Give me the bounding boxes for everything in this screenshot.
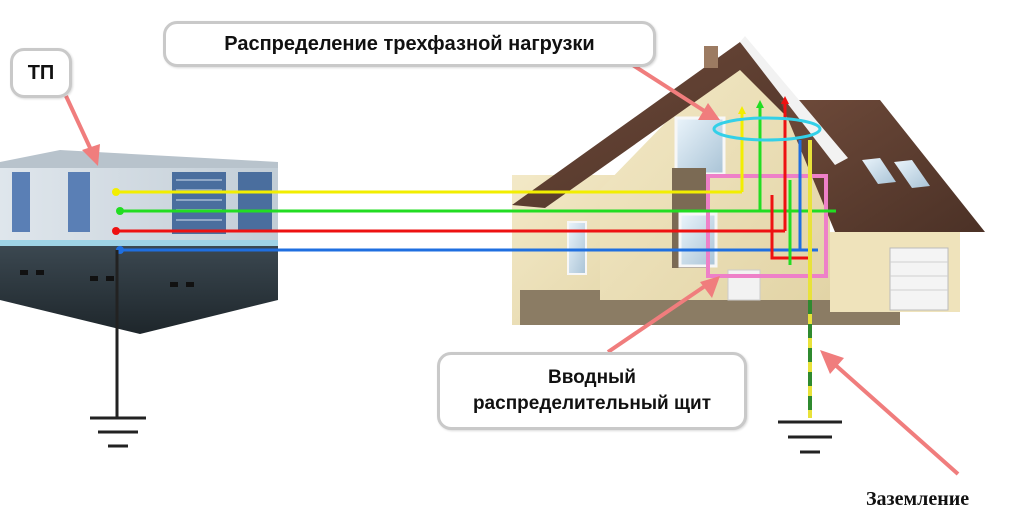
riser-wires [740, 100, 808, 265]
arrow-phase-b [756, 100, 764, 108]
terminal-phase-a [112, 188, 120, 196]
tp-upper-body [0, 168, 278, 240]
arrow-phase-c [781, 96, 789, 104]
pointer-ground [830, 360, 960, 476]
tp-base-trim [0, 240, 278, 246]
roof-skylight-1 [862, 158, 896, 184]
tp-door-middle [68, 172, 90, 232]
pointer-load [626, 60, 708, 114]
arrow-phase-a [738, 106, 746, 114]
house [512, 36, 985, 325]
pointer-tp-head [82, 144, 100, 166]
callout-load-distribution-text: Распределение трехфазной нагрузки [224, 32, 595, 55]
transformer-substation [0, 150, 278, 334]
tp-roof [0, 150, 278, 170]
tp-vent-grille-right [238, 172, 272, 232]
ground-symbol-tp [90, 250, 146, 448]
load-ring [712, 116, 822, 142]
callout-distribution-panel: Вводный распределительный щит [437, 352, 747, 430]
callout-load-distribution: Распределение трехфазной нагрузки [163, 21, 656, 67]
distribution-panel-frame [706, 174, 828, 278]
callout-panel-line1: Вводный [548, 367, 636, 388]
terminal-phase-c [112, 227, 120, 235]
tp-door-left [12, 172, 30, 232]
chimney [704, 46, 718, 68]
house-side-window [567, 221, 587, 275]
pointer-panel [606, 282, 710, 354]
pointer-arrows [64, 60, 960, 476]
terminal-phase-b [116, 207, 124, 215]
pointer-panel-head [700, 276, 720, 298]
house-roof-front [512, 42, 848, 208]
garage-door [889, 247, 949, 311]
pointer-ground-head [820, 350, 844, 374]
tp-vent-grille [172, 172, 226, 234]
house-lower-window [678, 212, 718, 268]
panel-jumper-red [770, 195, 808, 260]
callout-panel-line2: распределительный щит [472, 393, 712, 414]
roof-edge-trim [740, 36, 848, 165]
grounding-label: Заземление [866, 488, 970, 510]
callout-tp-text: ТП [27, 61, 55, 84]
pointer-tp [64, 95, 94, 153]
pointer-load-head [698, 103, 720, 120]
tp-base [0, 240, 278, 334]
roof-skylight-2 [894, 160, 930, 188]
ground-symbol-house [778, 420, 842, 454]
callout-tp: ТП [10, 48, 72, 98]
feeder-wires [112, 188, 836, 254]
